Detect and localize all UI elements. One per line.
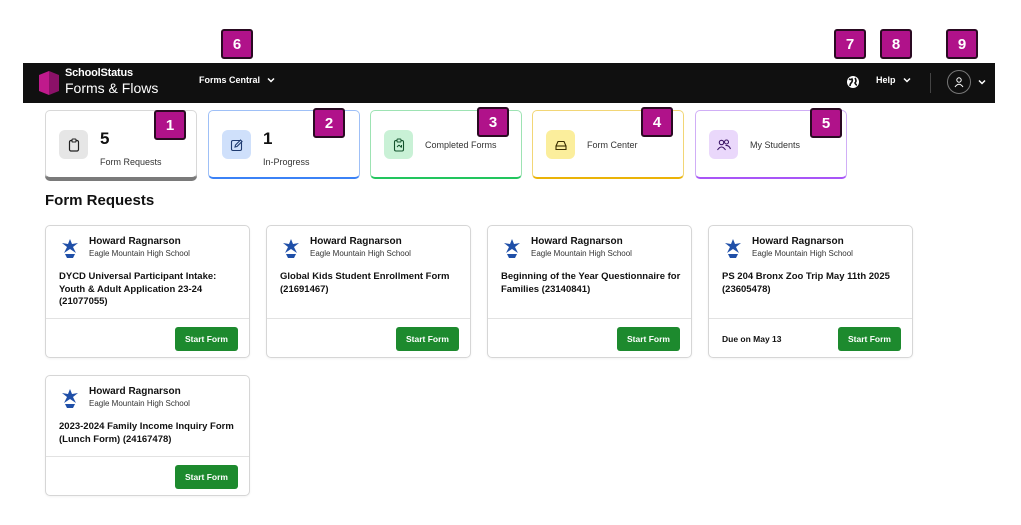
chevron-down-icon: [902, 77, 911, 83]
school-name: Eagle Mountain High School: [531, 249, 632, 258]
card-header: Howard Ragnarson Eagle Mountain High Sch…: [280, 236, 411, 259]
form-title: PS 204 Bronx Zoo Trip May 11th 2025 (236…: [722, 271, 890, 295]
school-name: Eagle Mountain High School: [89, 399, 190, 408]
eagle-logo-icon: [62, 389, 78, 408]
tile-label: My Students: [750, 140, 801, 150]
tile-label: Form Center: [587, 140, 638, 150]
eagle-logo-icon: [62, 239, 78, 258]
requester-name: Howard Ragnarson: [89, 236, 181, 247]
annotation-badge-7: 7: [834, 29, 866, 59]
tile-icon-box: [384, 130, 413, 159]
annotation-badge-8: 8: [880, 29, 912, 59]
annotation-badge-9: 9: [946, 29, 978, 59]
account-menu[interactable]: [947, 70, 987, 94]
start-form-button[interactable]: Start Form: [617, 327, 680, 351]
tile-count: 1: [263, 129, 273, 148]
schoolstatus-logo-icon: [39, 71, 59, 95]
eagle-logo-icon: [283, 239, 299, 258]
requester-name: Howard Ragnarson: [310, 236, 402, 247]
forms-central-menu[interactable]: Forms Central: [199, 75, 276, 85]
start-form-button[interactable]: Start Form: [175, 465, 238, 489]
start-form-button[interactable]: Start Form: [838, 327, 901, 351]
avatar: [947, 70, 971, 94]
brand-name: SchoolStatus: [65, 67, 133, 79]
school-name: Eagle Mountain High School: [752, 249, 853, 258]
form-request-card: Howard Ragnarson Eagle Mountain High Sch…: [708, 225, 913, 358]
tile-label: Completed Forms: [425, 140, 497, 150]
form-request-card: Howard Ragnarson Eagle Mountain High Sch…: [266, 225, 471, 358]
tile-icon-box: [546, 130, 575, 159]
card-header: Howard Ragnarson Eagle Mountain High Sch…: [59, 236, 190, 259]
nav-divider: [930, 73, 931, 93]
card-header: Howard Ragnarson Eagle Mountain High Sch…: [59, 386, 190, 409]
inbox-icon: [554, 140, 567, 150]
tile-icon-box: [709, 130, 738, 159]
card-footer: Start Form: [488, 318, 691, 358]
annotation-badge-5: 5: [810, 108, 842, 138]
tile-label: In-Progress: [263, 157, 310, 167]
requester-name: Howard Ragnarson: [531, 236, 623, 247]
form-title: Global Kids Student Enrollment Form (216…: [280, 271, 450, 295]
annotation-badge-4: 4: [641, 107, 673, 137]
form-title: Beginning of the Year Questionnaire for …: [501, 271, 681, 295]
pencil-icon: [230, 138, 243, 151]
school-name: Eagle Mountain High School: [89, 249, 190, 258]
eagle-logo-icon: [725, 239, 741, 258]
clipboard-check-icon: [393, 138, 404, 152]
card-header: Howard Ragnarson Eagle Mountain High Sch…: [722, 236, 853, 259]
tile-completed-forms[interactable]: Completed Forms: [370, 110, 522, 179]
form-request-card: Howard Ragnarson Eagle Mountain High Sch…: [487, 225, 692, 358]
card-footer: Start Form: [267, 318, 470, 358]
form-request-card: Howard Ragnarson Eagle Mountain High Sch…: [45, 375, 250, 496]
tile-icon-box: [222, 130, 251, 159]
section-title: Form Requests: [45, 192, 155, 209]
tile-label: Form Requests: [100, 157, 162, 167]
school-name: Eagle Mountain High School: [310, 249, 411, 258]
help-label: Help: [876, 75, 896, 85]
form-request-card: Howard Ragnarson Eagle Mountain High Sch…: [45, 225, 250, 358]
due-date: Due on May 13: [722, 334, 782, 344]
brand-product: Forms & Flows: [65, 80, 159, 96]
card-footer: Due on May 13 Start Form: [709, 318, 912, 358]
chevron-down-icon: [978, 79, 986, 85]
user-icon: [954, 77, 964, 88]
chevron-down-icon: [267, 77, 275, 83]
eagle-logo-icon: [504, 239, 520, 258]
requester-name: Howard Ragnarson: [752, 236, 844, 247]
users-icon: [716, 138, 731, 150]
tile-count: 5: [100, 129, 110, 148]
requester-name: Howard Ragnarson: [89, 386, 181, 397]
form-title: 2023-2024 Family Income Inquiry Form (Lu…: [59, 421, 234, 445]
globe-icon[interactable]: [846, 75, 860, 89]
forms-central-label: Forms Central: [199, 75, 261, 85]
start-form-button[interactable]: Start Form: [396, 327, 459, 351]
top-navbar: SchoolStatus Forms & Flows Forms Central…: [23, 63, 995, 103]
card-footer: Start Form: [46, 456, 249, 496]
card-footer: Start Form: [46, 318, 249, 358]
card-header: Howard Ragnarson Eagle Mountain High Sch…: [501, 236, 632, 259]
clipboard-icon: [68, 137, 79, 152]
start-form-button[interactable]: Start Form: [175, 327, 238, 351]
help-menu[interactable]: Help: [876, 75, 912, 85]
annotation-badge-6: 6: [221, 29, 253, 59]
annotation-badge-3: 3: [477, 107, 509, 137]
form-title: DYCD Universal Participant Intake: Youth…: [59, 271, 217, 307]
brand[interactable]: SchoolStatus Forms & Flows: [65, 67, 159, 96]
annotation-badge-2: 2: [313, 108, 345, 138]
tile-icon-box: [59, 130, 88, 159]
annotation-badge-1: 1: [154, 110, 186, 140]
